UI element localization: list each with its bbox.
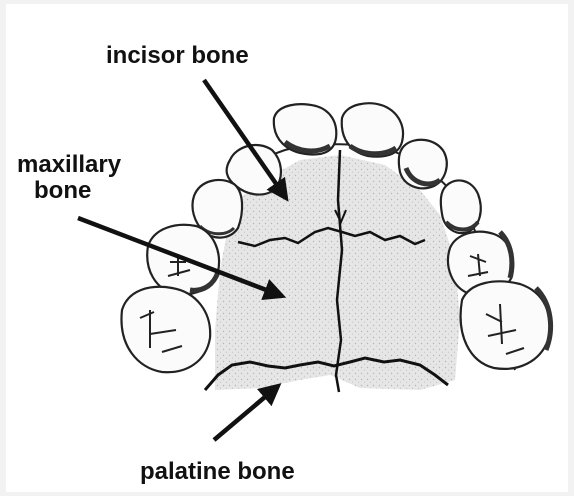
maxillary-bone-label-line2: bone <box>34 177 91 204</box>
maxillary-bone-label-line1: maxillary <box>17 151 122 178</box>
tooth-molar-right <box>461 281 550 368</box>
palatine-bone-arrow <box>214 386 278 440</box>
tooth-molar-left <box>121 287 210 372</box>
incisor-bone-label: incisor bone <box>106 42 249 69</box>
palatine-bone-label: palatine bone <box>140 458 295 485</box>
